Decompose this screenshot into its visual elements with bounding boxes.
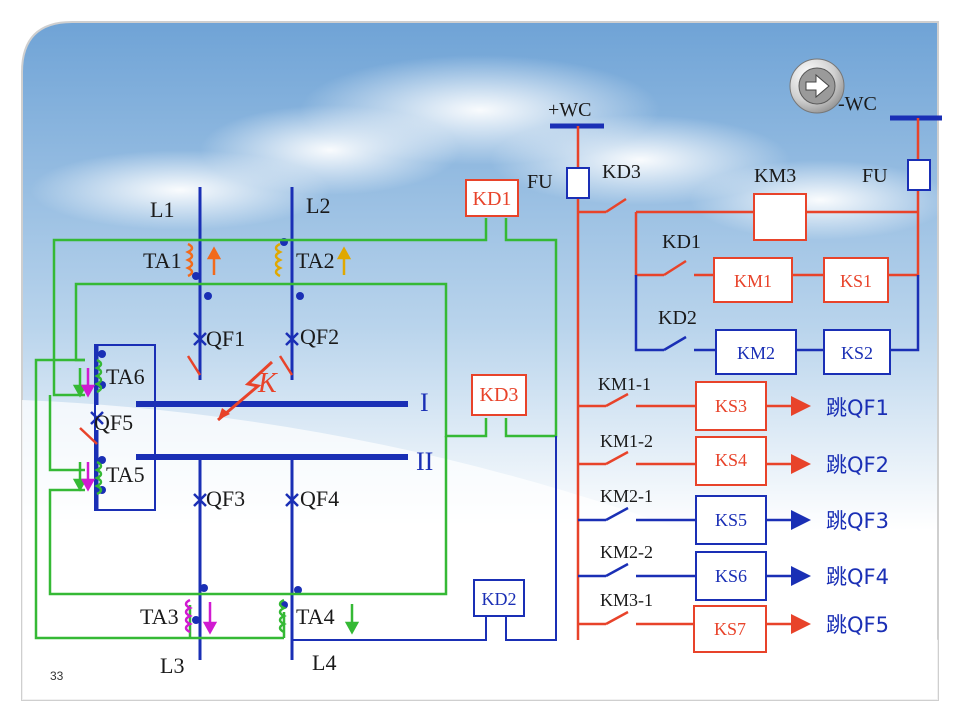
label-l2: L2 (306, 193, 330, 218)
label-coil-ks1: KS1 (840, 271, 872, 291)
relay-kd1: KD1 (465, 179, 519, 217)
breaker-switch-red (79, 355, 294, 445)
label-coil-ks7: KS7 (714, 619, 746, 639)
label-contact-km2-1: KM2-1 (600, 486, 653, 506)
label-fu-right: FU (862, 165, 888, 187)
svg-text:KD1: KD1 (473, 188, 512, 210)
arrow-right-icon (805, 73, 830, 99)
svg-text:KD3: KD3 (480, 384, 519, 406)
label-bus-1: I (420, 388, 429, 417)
label-trip-qf1: 跳QF1 (826, 396, 889, 420)
label-trip-qf4: 跳QF4 (826, 565, 889, 589)
label-coil-km2: KM2 (737, 343, 775, 363)
label-ta5: TA5 (106, 462, 145, 487)
relay-kd3: KD3 (471, 374, 527, 416)
label-coil-km1: KM1 (734, 271, 772, 291)
kd2-wiring (292, 436, 557, 641)
label-trip-qf2: 跳QF2 (826, 453, 889, 477)
label-ta2: TA2 (296, 248, 335, 273)
label-ta3: TA3 (140, 604, 179, 629)
label-bus-2: II (416, 447, 433, 476)
label-coil-km3: KM3 (754, 165, 796, 187)
label-ta1: TA1 (143, 248, 182, 273)
dc-labels: FU FU KD3 KD1 KD2 KM1-1 KM1-2 KM2-1 KM2-… (527, 161, 888, 610)
label-contact-km2-2: KM2-2 (600, 542, 653, 562)
dc-wiring-blue (578, 275, 920, 586)
label-trip-qf3: 跳QF3 (826, 509, 889, 533)
label-coil-ks4: KS4 (715, 450, 747, 470)
fuses (566, 159, 931, 199)
label-qf4: QF4 (300, 486, 339, 511)
label-ta6: TA6 (106, 364, 145, 389)
label-fu-left: FU (527, 171, 553, 193)
label-ta4: TA4 (296, 604, 335, 629)
label-contact-km3-1: KM3-1 (600, 590, 653, 610)
primary-labels: L1 L2 L3 L4 TA1 TA2 TA3 TA4 TA5 TA6 QF1 … (94, 193, 433, 678)
label-minus-wc: -WC (838, 93, 877, 115)
label-qf3: QF3 (206, 486, 245, 511)
label-fault: K (257, 368, 278, 399)
ct-secondary-wiring (34, 218, 558, 640)
label-contact-kd2: KD2 (658, 307, 697, 329)
label-contact-km1-1: KM1-1 (598, 374, 651, 394)
label-contact-km1-2: KM1-2 (600, 431, 653, 451)
relay-kd2: KD2 (473, 579, 525, 617)
label-l4: L4 (312, 650, 336, 675)
next-slide-button[interactable] (789, 58, 845, 114)
coil-labels: KM1 KS1 KM2 KS2 KS3 KS4 KS5 KS6 KS7 (714, 271, 873, 639)
label-qf2: QF2 (300, 324, 339, 349)
label-qf1: QF1 (206, 326, 245, 351)
label-contact-kd3: KD3 (602, 161, 641, 183)
current-arrows (72, 246, 360, 635)
slide-number: 33 (50, 669, 64, 683)
label-l3: L3 (160, 653, 184, 678)
breaker-marks (90, 332, 299, 507)
label-coil-ks5: KS5 (715, 510, 747, 530)
label-coil-ks2: KS2 (841, 343, 873, 363)
label-trip-qf5: 跳QF5 (826, 613, 889, 637)
coil-boxes (693, 193, 891, 653)
label-qf5: QF5 (94, 410, 133, 435)
fault-arrow (217, 360, 274, 422)
dc-bus: +WC -WC (548, 93, 942, 129)
svg-text:KD2: KD2 (482, 589, 517, 609)
trip-labels: 跳QF1 跳QF2 跳QF3 跳QF4 跳QF5 (826, 396, 889, 637)
label-l1: L1 (150, 197, 174, 222)
label-coil-ks6: KS6 (715, 566, 747, 586)
ct-symbols (94, 242, 287, 634)
label-coil-ks3: KS3 (715, 396, 747, 416)
label-contact-kd1: KD1 (662, 231, 701, 253)
label-plus-wc: +WC (548, 99, 592, 121)
